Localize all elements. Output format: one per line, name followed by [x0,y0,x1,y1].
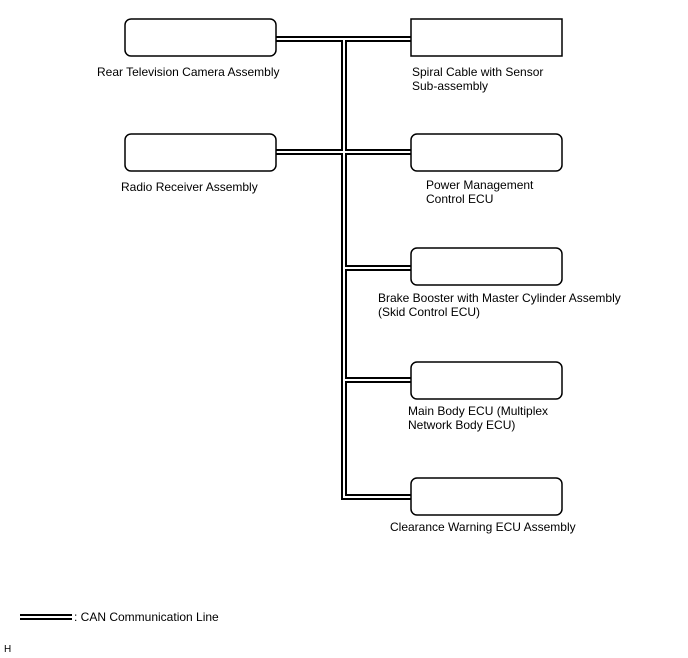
radio-receiver-box [124,133,277,172]
brake-booster-label: Brake Booster with Master Cylinder Assem… [378,291,621,319]
rear-camera-box [124,18,277,57]
brake-booster-box [410,247,563,286]
radio-receiver-label: Radio Receiver Assembly [121,180,258,194]
spiral-cable-label: Spiral Cable with Sensor Sub-assembly [412,65,544,93]
main-body-box [410,361,563,400]
legend-label: : CAN Communication Line [74,610,219,624]
main-body-label: Main Body ECU (Multiplex Network Body EC… [408,404,549,432]
clearance-warning-box [410,477,563,516]
spiral-cable-box [410,18,563,57]
rear-camera-label: Rear Television Camera Assembly [97,65,280,79]
power-management-box [410,133,563,172]
clearance-warning-label: Clearance Warning ECU Assembly [390,520,576,534]
can-line-inner [275,38,412,498]
can-bus-lines [273,36,414,500]
power-management-label: Power Management Control ECU [426,178,534,206]
corner-mark: H [4,644,12,655]
